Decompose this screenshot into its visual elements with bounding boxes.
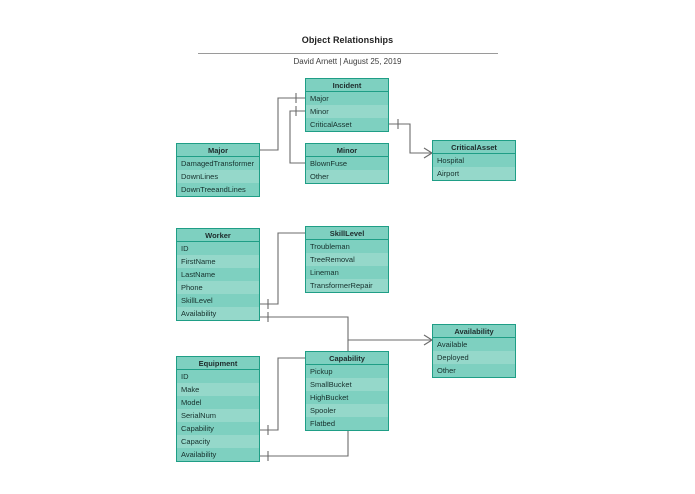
- attribute-row[interactable]: Minor: [306, 105, 388, 118]
- page-title: Object Relationships: [301, 35, 394, 45]
- attribute-row[interactable]: ID: [177, 370, 259, 383]
- attribute-row[interactable]: Major: [306, 92, 388, 105]
- attribute-row[interactable]: Spooler: [306, 404, 388, 417]
- attribute-row[interactable]: Other: [306, 170, 388, 183]
- entity-title-equipment: Equipment: [177, 357, 259, 370]
- attribute-row[interactable]: Flatbed: [306, 417, 388, 430]
- attribute-row[interactable]: Troubleman: [306, 240, 388, 253]
- attribute-row[interactable]: TreeRemoval: [306, 253, 388, 266]
- attribute-row[interactable]: Available: [433, 338, 515, 351]
- attribute-row[interactable]: Capacity: [177, 435, 259, 448]
- wire-worker-skilllevel: [260, 232, 305, 305]
- entity-title-criticalasset: CriticalAsset: [433, 141, 515, 154]
- entity-title-incident: Incident: [306, 79, 388, 92]
- attribute-row[interactable]: DownTreeandLines: [177, 183, 259, 196]
- entity-title-worker: Worker: [177, 229, 259, 242]
- entity-title-minor: Minor: [306, 144, 388, 157]
- arrow-availability: [423, 334, 433, 346]
- attribute-row[interactable]: Make: [177, 383, 259, 396]
- attribute-row[interactable]: Deployed: [433, 351, 515, 364]
- entity-title-availability: Availability: [433, 325, 515, 338]
- attribute-row[interactable]: Availability: [177, 307, 259, 320]
- byline: David Arnett | August 25, 2019: [293, 57, 402, 66]
- attribute-row[interactable]: SkillLevel: [177, 294, 259, 307]
- attribute-row[interactable]: DownLines: [177, 170, 259, 183]
- attribute-row[interactable]: LastName: [177, 268, 259, 281]
- entity-title-skilllevel: SkillLevel: [306, 227, 388, 240]
- entity-title-major: Major: [177, 144, 259, 157]
- attribute-row[interactable]: BlownFuse: [306, 157, 388, 170]
- wire-incident-major: [260, 97, 305, 151]
- entity-title-capability: Capability: [306, 352, 388, 365]
- arrow-criticalasset: [423, 147, 433, 159]
- attribute-row[interactable]: Lineman: [306, 266, 388, 279]
- wire-worker-availability: [260, 316, 432, 341]
- wire-incident-minor: [289, 110, 305, 164]
- attribute-row[interactable]: Airport: [433, 167, 515, 180]
- attribute-row[interactable]: Other: [433, 364, 515, 377]
- attribute-row[interactable]: FirstName: [177, 255, 259, 268]
- attribute-row[interactable]: CriticalAsset: [306, 118, 388, 131]
- attribute-row[interactable]: HighBucket: [306, 391, 388, 404]
- title-divider: [198, 53, 498, 54]
- attribute-row[interactable]: DamagedTransformer: [177, 157, 259, 170]
- wire-incident-criticalasset: [389, 123, 432, 154]
- attribute-row[interactable]: Phone: [177, 281, 259, 294]
- attribute-row[interactable]: Capability: [177, 422, 259, 435]
- attribute-row[interactable]: SmallBucket: [306, 378, 388, 391]
- attribute-row[interactable]: Availability: [177, 448, 259, 461]
- attribute-row[interactable]: Model: [177, 396, 259, 409]
- attribute-row[interactable]: Hospital: [433, 154, 515, 167]
- attribute-row[interactable]: Pickup: [306, 365, 388, 378]
- attribute-row[interactable]: SerialNum: [177, 409, 259, 422]
- wire-equipment-capability: [260, 357, 305, 431]
- attribute-row[interactable]: TransformerRepair: [306, 279, 388, 292]
- attribute-row[interactable]: ID: [177, 242, 259, 255]
